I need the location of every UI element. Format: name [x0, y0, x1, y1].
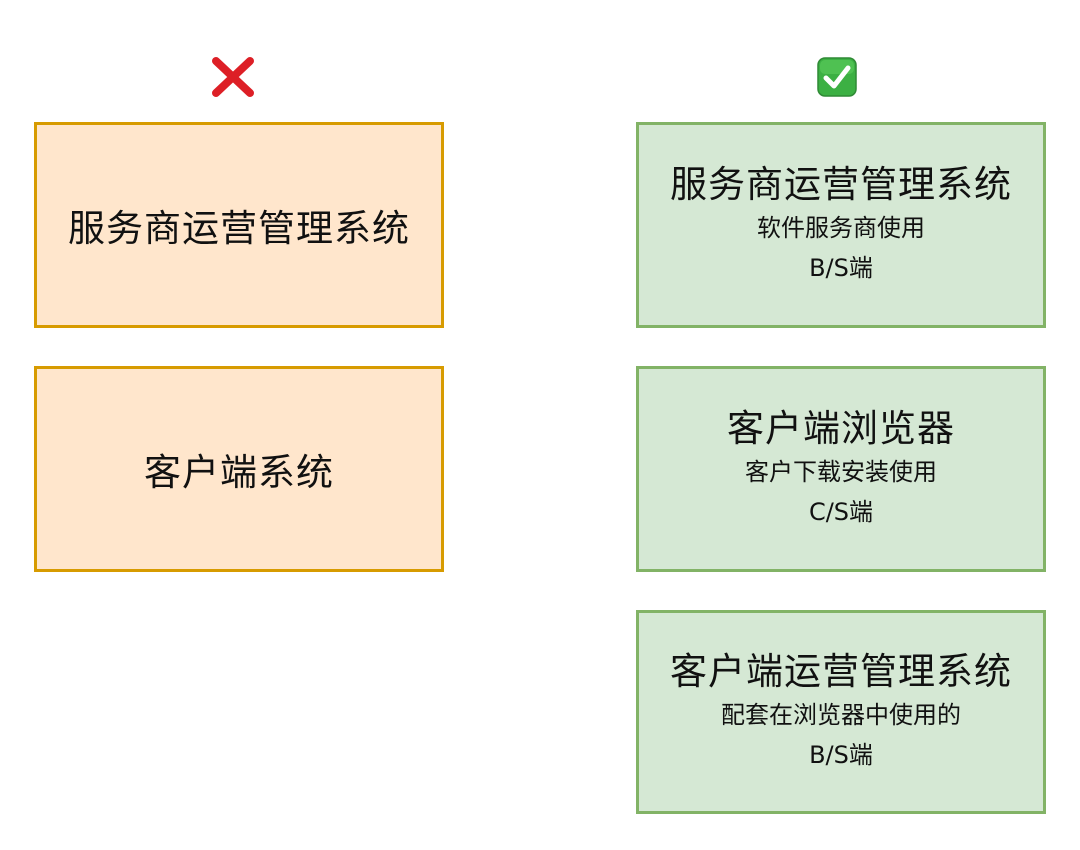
- box-title: 服务商运营管理系统: [670, 163, 1012, 206]
- box-architecture: B/S端: [809, 741, 873, 769]
- box-description: 配套在浏览器中使用的: [721, 701, 961, 729]
- right-box-service-provider-system: 服务商运营管理系统 软件服务商使用 B/S端: [636, 122, 1046, 328]
- check-mark-icon: [817, 57, 857, 97]
- box-title: 客户端运营管理系统: [670, 650, 1012, 693]
- box-architecture: C/S端: [808, 498, 874, 526]
- box-description: 软件服务商使用: [757, 214, 925, 242]
- box-title: 服务商运营管理系统: [68, 207, 410, 250]
- cross-mark-icon: [210, 56, 256, 98]
- box-description: 客户下载安装使用: [745, 458, 937, 486]
- right-box-client-browser: 客户端浏览器 客户下载安装使用 C/S端: [636, 366, 1046, 572]
- box-architecture: B/S端: [809, 254, 873, 282]
- wrong-box-client-system: 客户端系统: [34, 366, 444, 572]
- box-title: 客户端系统: [144, 451, 334, 494]
- wrong-box-service-provider-system: 服务商运营管理系统: [34, 122, 444, 328]
- right-box-client-ops-system: 客户端运营管理系统 配套在浏览器中使用的 B/S端: [636, 610, 1046, 814]
- box-title: 客户端浏览器: [727, 407, 955, 450]
